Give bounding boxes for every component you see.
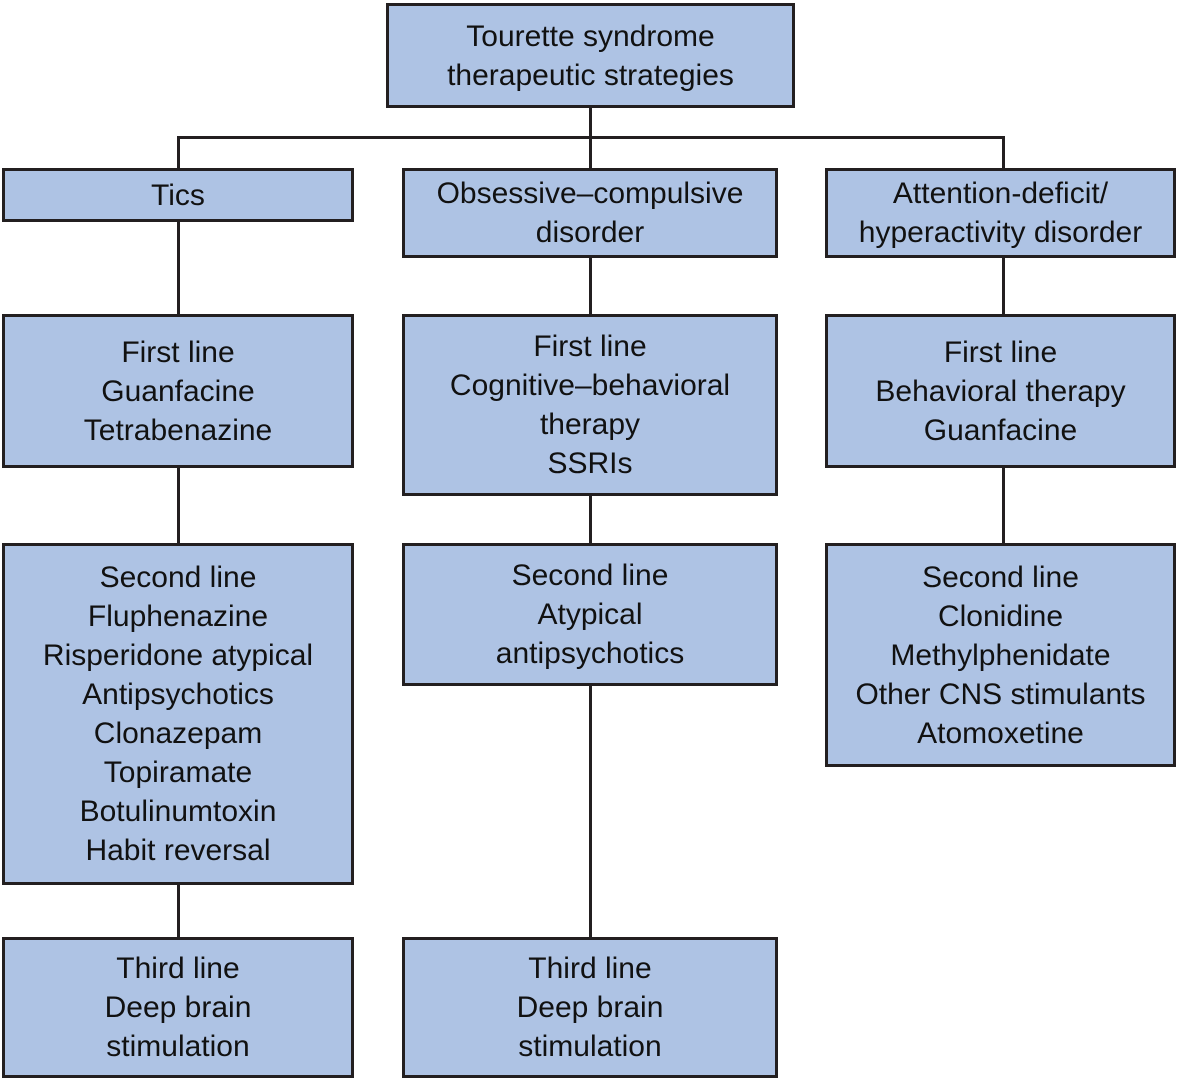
connector-tics-header-to-first: [177, 221, 180, 315]
connector-drop-tics: [177, 136, 180, 169]
node-root-tourette-syndrome: Tourette syndrome therapeutic strategies: [386, 3, 795, 108]
connector-drop-adhd: [1002, 136, 1005, 169]
connector-adhd-first-to-second: [1002, 467, 1005, 544]
node-adhd-first-line: First line Behavioral therapy Guanfacine: [825, 314, 1176, 468]
node-tics-second-line: Second line Fluphenazine Risperidone aty…: [2, 543, 354, 885]
node-tics-third-line: Third line Deep brain stimulation: [2, 937, 354, 1078]
node-branch-header-adhd: Attention-deficit/ hyperactivity disorde…: [825, 168, 1176, 258]
node-ocd-second-line: Second line Atypical antipsychotics: [402, 543, 778, 686]
connector-drop-ocd: [589, 136, 592, 169]
connector-tics-first-to-second: [177, 467, 180, 544]
node-adhd-second-line: Second line Clonidine Methylphenidate Ot…: [825, 543, 1176, 767]
node-ocd-first-line: First line Cognitive–behavioral therapy …: [402, 314, 778, 496]
connector-ocd-header-to-first: [589, 257, 592, 315]
connector-ocd-second-to-third: [589, 685, 592, 938]
connector-ocd-first-to-second: [589, 495, 592, 544]
node-tics-first-line: First line Guanfacine Tetrabenazine: [2, 314, 354, 468]
node-branch-header-ocd: Obsessive–compulsive disorder: [402, 168, 778, 258]
node-branch-header-tics: Tics: [2, 168, 354, 222]
connector-root-stem: [589, 106, 592, 138]
connector-tics-second-to-third: [177, 884, 180, 938]
connector-adhd-header-to-first: [1002, 257, 1005, 315]
node-ocd-third-line: Third line Deep brain stimulation: [402, 937, 778, 1078]
